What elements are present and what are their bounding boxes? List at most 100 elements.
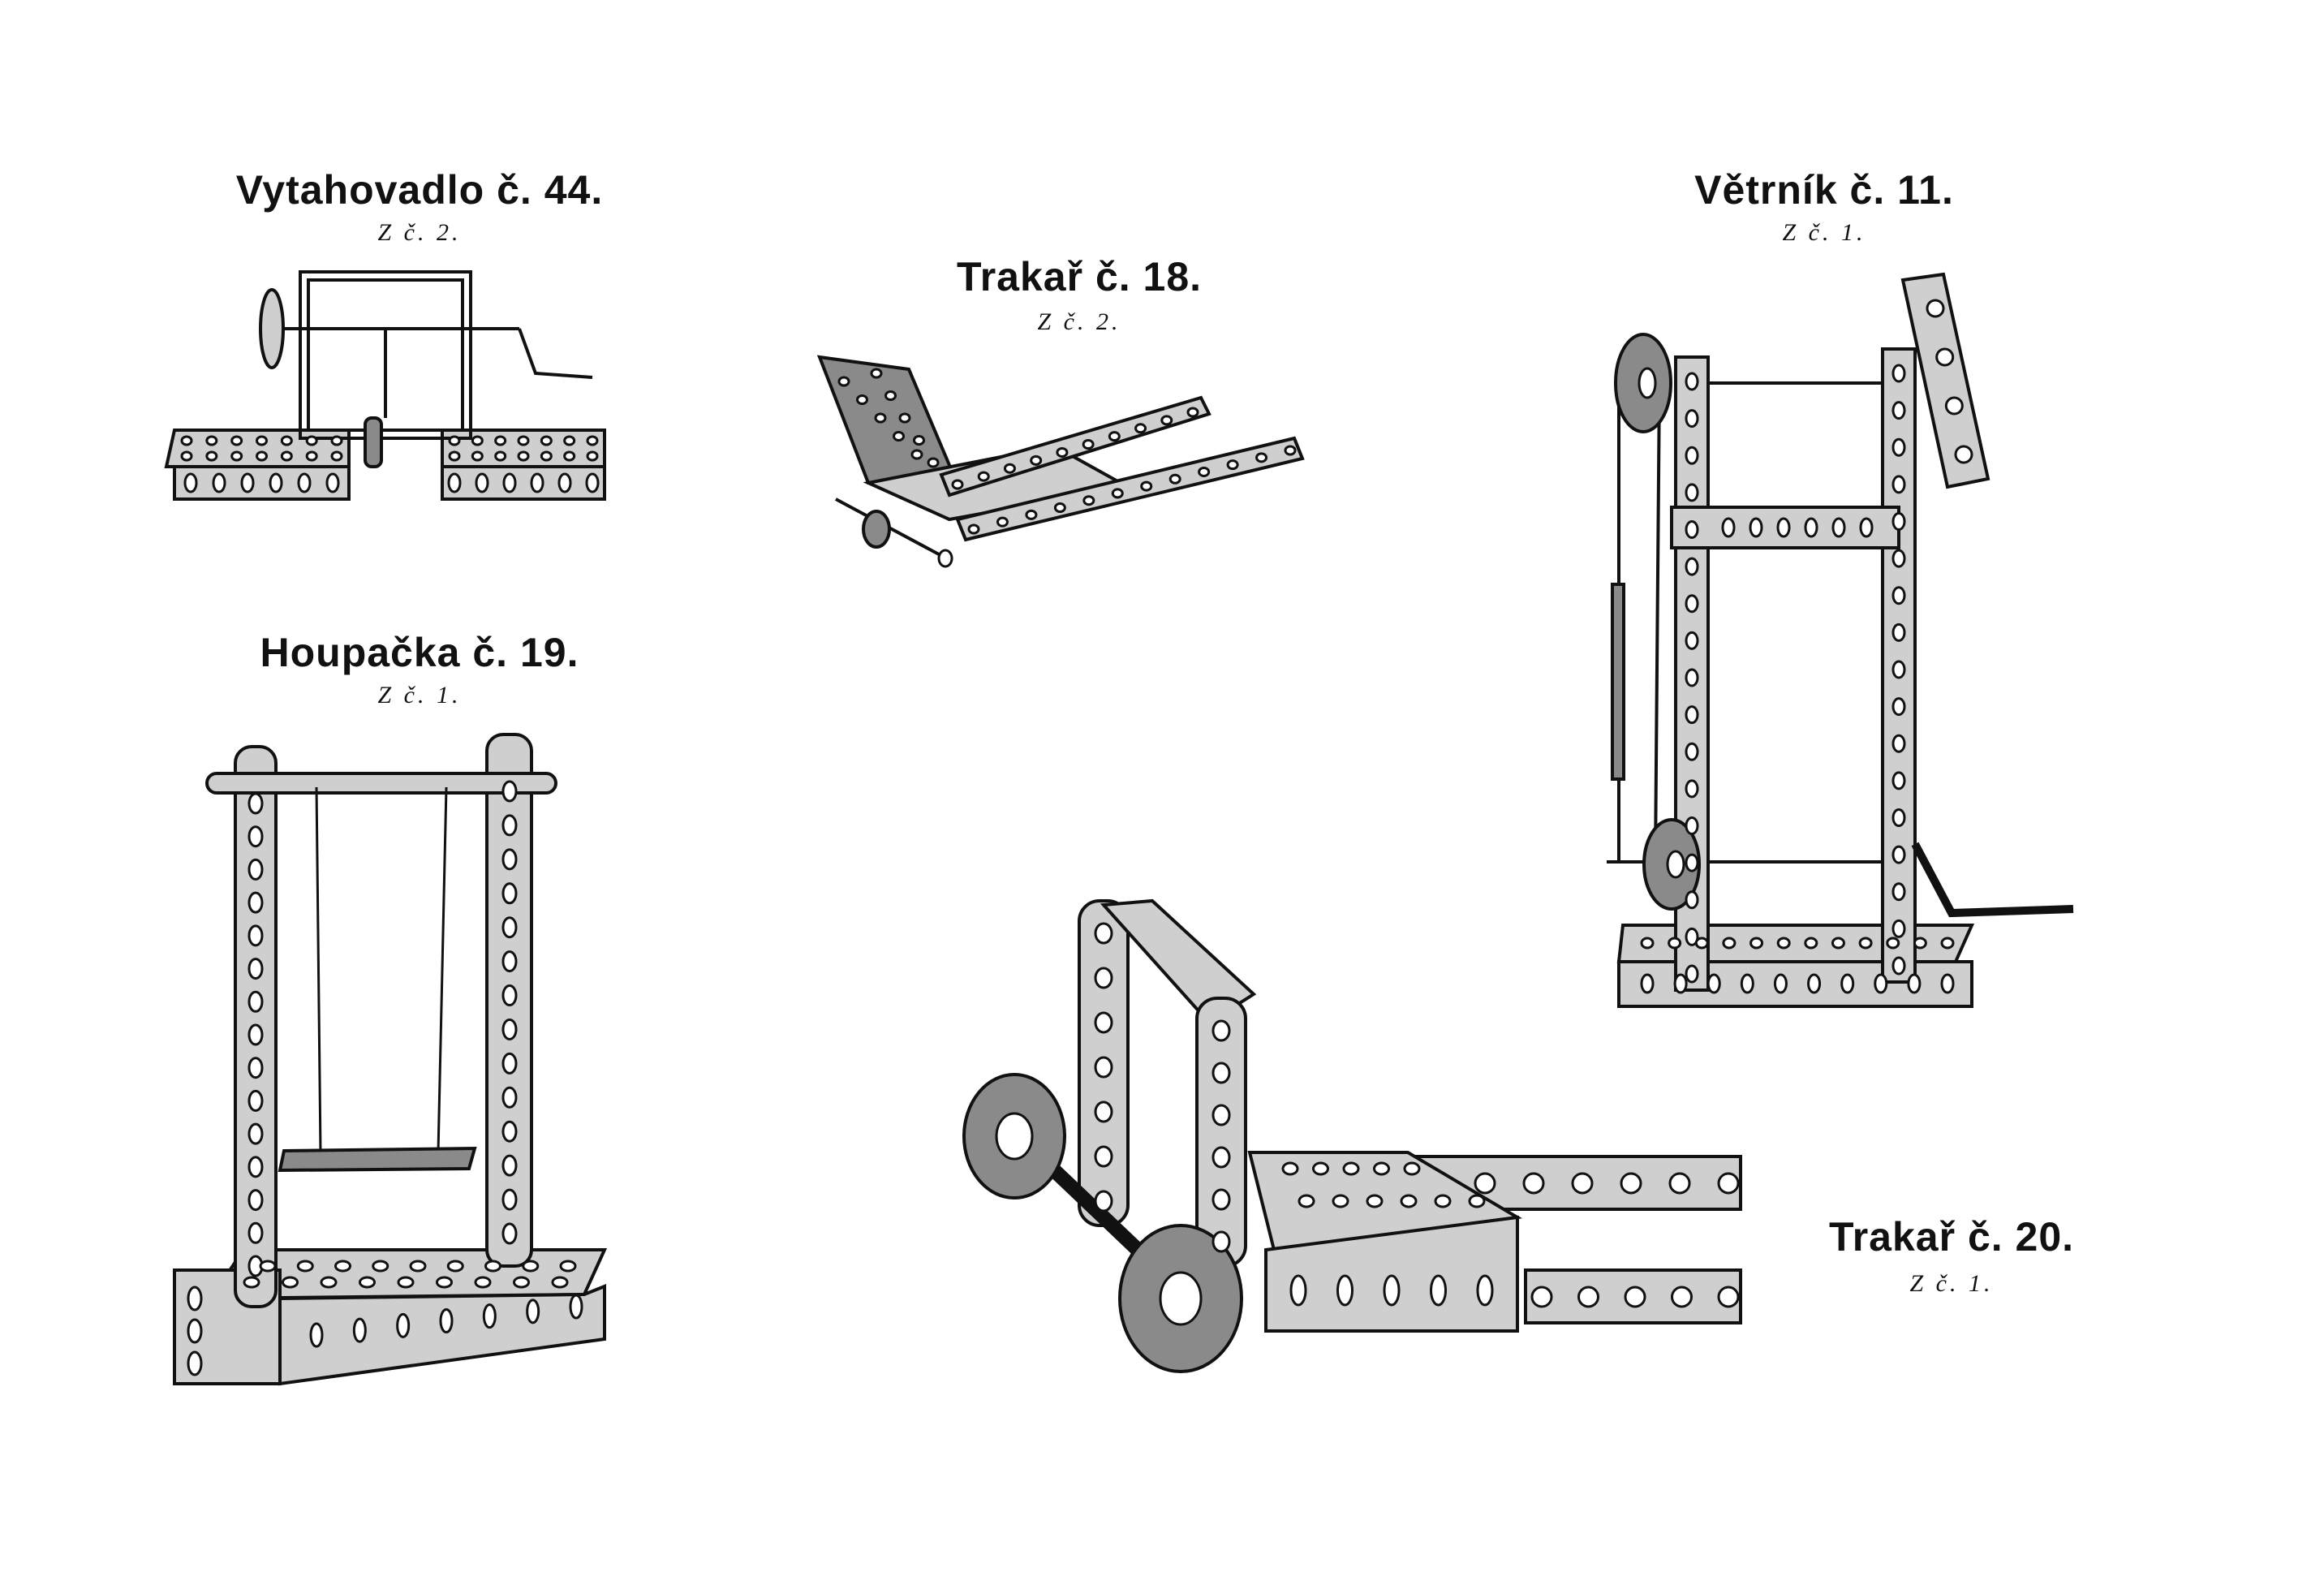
perforation-hole (1685, 742, 1699, 761)
perforation-hole (259, 1260, 277, 1273)
perforation-hole (448, 450, 461, 462)
perforation-hole (517, 435, 530, 446)
perforation-hole (501, 984, 518, 1007)
perforation-hole (559, 1260, 577, 1273)
perforation-hole (884, 390, 897, 401)
perforation-hole (256, 450, 268, 462)
perforation-hole (1211, 1019, 1231, 1042)
perforation-hole (320, 1276, 338, 1289)
perforation-hole (247, 891, 264, 914)
perforation-hole (1721, 517, 1736, 538)
illustration-trakar-20 (962, 898, 1742, 1373)
perforation-hole (1840, 973, 1855, 994)
perforation-hole (585, 472, 600, 493)
perforation-hole (1211, 1146, 1231, 1169)
perforation-hole (1685, 779, 1699, 799)
perforation-hole (396, 1312, 411, 1338)
perforation-hole (1740, 973, 1754, 994)
perforation-hole (1891, 401, 1906, 420)
perforation-hole (1094, 1056, 1113, 1079)
perforation-hole (1722, 937, 1737, 950)
illustration-vytahovadlo (164, 270, 606, 501)
perforation-hole (1891, 771, 1906, 790)
perforation-hole (517, 450, 530, 462)
perforation-hole (212, 472, 226, 493)
perforation-hole (501, 1188, 518, 1211)
perforation-hole (1140, 480, 1153, 492)
perforation-hole (1694, 937, 1709, 950)
perforation-hole (1891, 622, 1906, 642)
perforation-hole (540, 450, 553, 462)
perforation-hole (1891, 697, 1906, 717)
perforation-hole (1685, 668, 1699, 687)
perforation-hole (180, 435, 193, 446)
perforation-hole (1082, 439, 1095, 450)
illustration-trakar-18 (816, 355, 1305, 568)
perforation-hole (1403, 1161, 1421, 1176)
perforation-hole (1685, 890, 1699, 910)
perforation-hole (1891, 512, 1906, 531)
perforation-hole (1913, 937, 1927, 950)
perforation-hole (409, 1260, 427, 1273)
perforation-hole (927, 457, 940, 468)
perforation-hole (898, 412, 911, 424)
perforation-hole (502, 472, 517, 493)
perforation-hole (1094, 1100, 1113, 1123)
perforation-hole (1891, 919, 1906, 938)
perforation-hole (1332, 1194, 1349, 1208)
perforation-hole (501, 1222, 518, 1245)
perforation-hole (1940, 973, 1955, 994)
perforation-hole (1284, 445, 1297, 456)
perforation-hole (1891, 882, 1906, 902)
model-title-vetrnik: Větrník č. 11. (1694, 167, 1954, 213)
perforation-hole (551, 1276, 569, 1289)
perforation-hole (563, 435, 576, 446)
perforation-hole (1082, 495, 1095, 506)
perforation-hole (1134, 423, 1147, 434)
perforation-hole (280, 450, 293, 462)
perforation-hole (247, 1057, 264, 1079)
perforation-hole (1025, 509, 1038, 520)
perforation-hole (1400, 1194, 1418, 1208)
perforation-hole (1907, 973, 1922, 994)
perforation-hole (280, 435, 293, 446)
perforation-hole (1342, 1161, 1360, 1176)
perforation-hole (1211, 1062, 1231, 1084)
perforation-hole (996, 516, 1009, 528)
perforation-hole (1211, 1104, 1231, 1126)
perforation-hole (501, 882, 518, 905)
perforation-hole (1094, 967, 1113, 989)
perforation-hole (1668, 937, 1682, 950)
model-set-houpacka: Z č. 1. (377, 682, 462, 709)
perforation-hole (243, 1276, 260, 1289)
perforation-hole (247, 924, 264, 947)
illustration-houpacka (173, 733, 608, 1386)
perforation-hole (1094, 1190, 1113, 1212)
perforation-hole (247, 792, 264, 815)
perforation-hole (1776, 517, 1791, 538)
perforation-hole (1685, 372, 1699, 391)
perforation-hole (1749, 937, 1764, 950)
perforation-hole (1053, 502, 1066, 514)
perforation-hole (1111, 488, 1124, 499)
perforation-hole (1312, 1161, 1329, 1176)
perforation-hole (586, 450, 599, 462)
perforation-hole (1685, 594, 1699, 614)
perforation-hole (305, 435, 318, 446)
perforation-hole (1804, 937, 1818, 950)
perforation-hole (1255, 452, 1268, 463)
perforation-hole (187, 1286, 203, 1312)
perforation-hole (446, 1260, 464, 1273)
perforation-hole (1926, 299, 1945, 318)
perforation-hole (256, 435, 268, 446)
perforation-hole (856, 394, 868, 405)
perforation-hole (1336, 1274, 1354, 1307)
model-title-vytahovadlo: Vytahovadlo č. 44. (235, 167, 604, 213)
perforation-hole (247, 958, 264, 980)
perforation-hole (397, 1276, 415, 1289)
perforation-hole (474, 1276, 492, 1289)
perforation-hole (1776, 937, 1791, 950)
perforation-hole (1673, 973, 1688, 994)
perforation-hole (951, 479, 964, 490)
perforation-hole (325, 472, 340, 493)
